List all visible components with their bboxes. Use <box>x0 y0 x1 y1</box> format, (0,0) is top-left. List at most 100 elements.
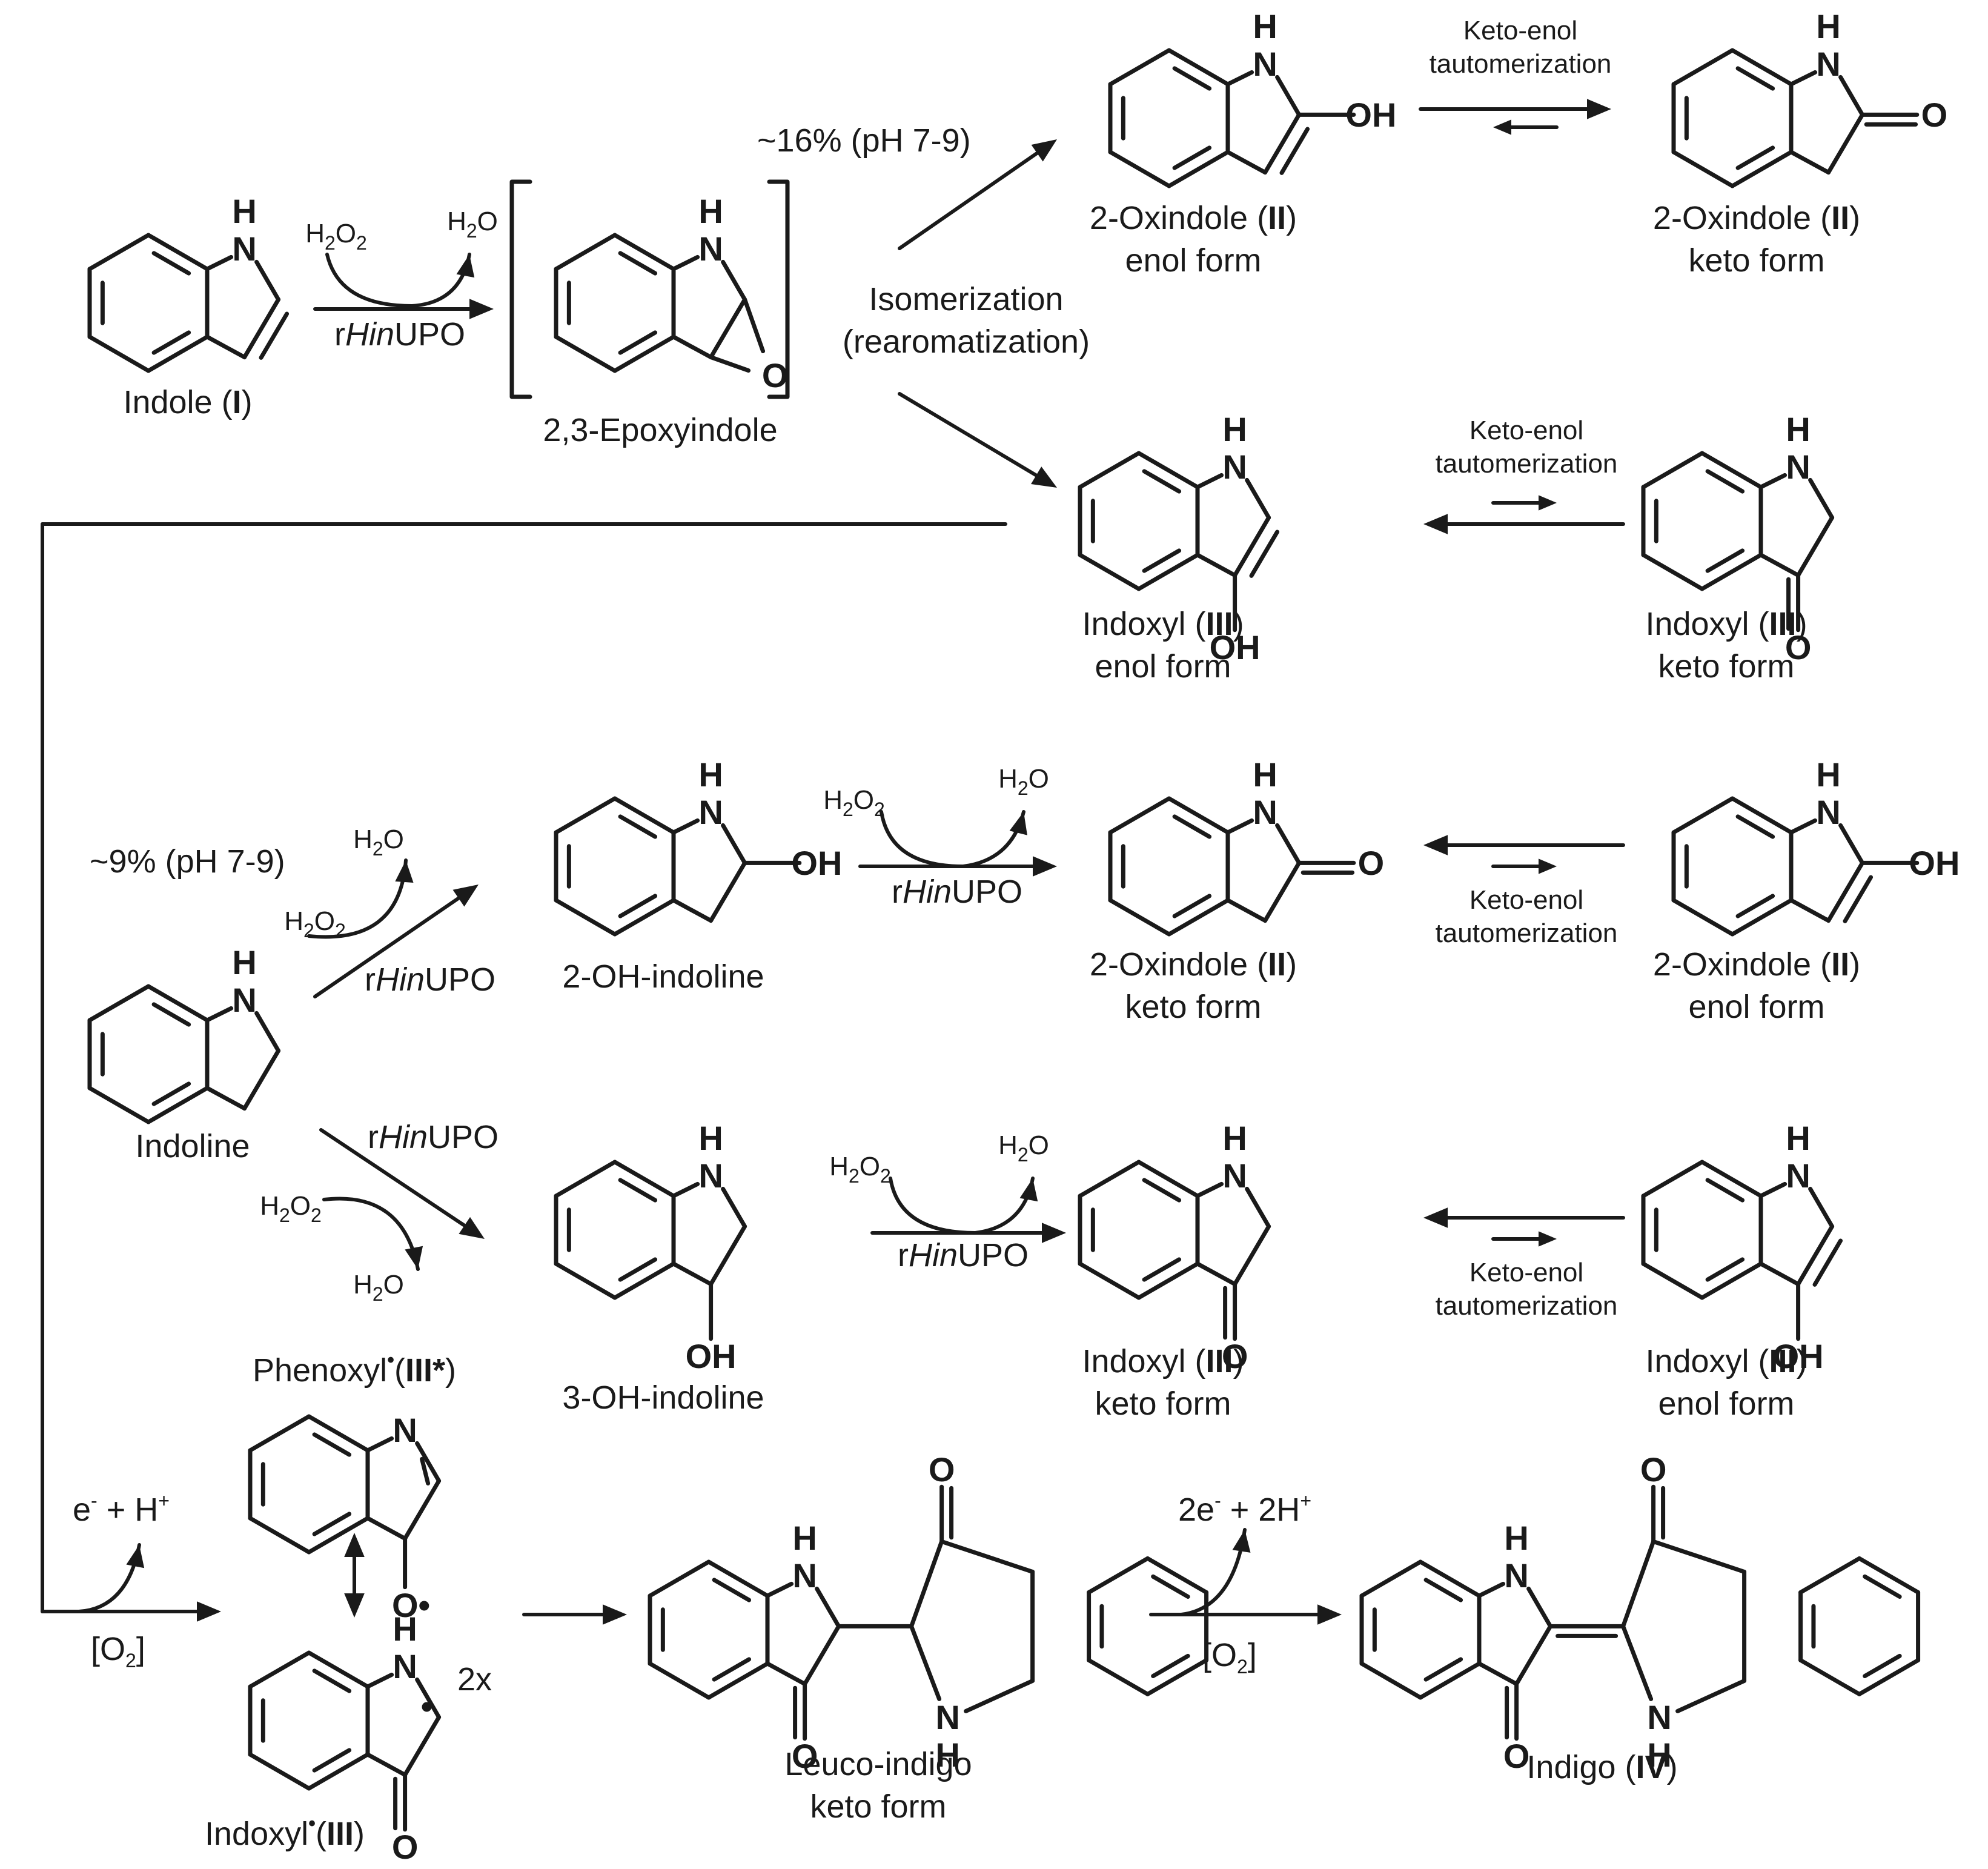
bond <box>721 1186 747 1229</box>
carbonyl-oxygen: O <box>1785 628 1812 666</box>
double-bond <box>618 814 658 839</box>
double-bond <box>1142 548 1182 573</box>
bond <box>1671 150 1735 188</box>
bond <box>815 1586 841 1628</box>
bracket-left <box>509 179 532 399</box>
bond <box>1195 473 1224 490</box>
arrowhead <box>1019 1178 1038 1202</box>
bond <box>612 796 676 835</box>
bond <box>1700 1160 1763 1198</box>
arrowhead <box>1042 1223 1066 1243</box>
bond <box>1526 1586 1553 1628</box>
label-oxindole-keto-mid: 2-Oxindole (II) <box>1090 946 1297 983</box>
enzyme-label: rHinUPO <box>368 1119 499 1155</box>
double-bond <box>1705 1178 1745 1203</box>
arrow-indoline-2-hydroxylation <box>313 892 466 998</box>
label-leuco-indigo: Leuco-indigo <box>784 1746 972 1782</box>
bond <box>1641 1261 1705 1300</box>
nitrogen-atom: N <box>232 230 256 268</box>
bond <box>671 1261 714 1287</box>
nitrogen-atom: N <box>698 1157 723 1195</box>
bond <box>306 1516 370 1555</box>
bond <box>909 1539 944 1628</box>
hydrogen-atom: H <box>1786 410 1810 448</box>
double-bond <box>1863 1574 1902 1599</box>
h2o-release <box>410 253 471 308</box>
bond <box>554 898 617 937</box>
bond <box>765 1661 807 1687</box>
double-bond <box>151 330 191 355</box>
double-bond <box>1151 1653 1190 1679</box>
hydrogen-atom: H <box>698 192 723 230</box>
nitrogen-atom: N <box>1786 1157 1810 1195</box>
label-indoxyl-radical: Indoxyl•(III) <box>205 1812 365 1852</box>
bond <box>706 1661 770 1700</box>
arrow-indoline-3-hydroxylation <box>319 1128 472 1232</box>
h2o-release-2 <box>961 810 1025 868</box>
bond <box>1798 1556 1862 1595</box>
h2o2-consumption-2 <box>880 810 965 868</box>
double-bond <box>1705 548 1745 573</box>
hydrogen-atom: H <box>698 1119 723 1157</box>
tautomerization-label-2-2: tautomerization <box>1436 449 1618 479</box>
bond <box>709 860 747 923</box>
label-indoxyl-enol-mid: Indoxyl (III) <box>1645 1343 1807 1379</box>
double-bond <box>151 1081 191 1106</box>
double-bond <box>618 330 658 355</box>
bond <box>1108 150 1171 188</box>
bond <box>1195 1261 1238 1287</box>
arrowhead <box>1539 858 1557 874</box>
bond <box>1621 1539 1656 1628</box>
double-bond <box>1142 469 1182 494</box>
bond <box>1671 898 1735 937</box>
nitrogen-atom: N <box>1647 1698 1671 1736</box>
double-bond <box>1735 894 1775 918</box>
indoline-structure: NH <box>87 943 281 1124</box>
bond <box>706 1559 770 1598</box>
bond <box>1641 1160 1705 1198</box>
bond <box>1263 112 1302 175</box>
hydroxyl-group: OH <box>1345 96 1396 134</box>
arrowhead <box>1423 835 1448 855</box>
bond <box>1087 1556 1150 1595</box>
bond <box>1758 1261 1801 1287</box>
bond <box>1671 796 1735 835</box>
double-bond <box>1249 529 1280 578</box>
bond <box>1145 1556 1209 1595</box>
bond <box>1145 1658 1209 1696</box>
bond <box>1108 48 1171 87</box>
double-bond <box>1735 66 1775 91</box>
indoxyl-radical-structure: NHO• <box>248 1610 442 1866</box>
h2o-release-indoline-3 <box>322 1197 420 1271</box>
label-indoxyl-enol-top: Indoxyl (III) <box>1082 606 1244 642</box>
label-indigo: Indigo (IV) <box>1526 1749 1677 1785</box>
bond <box>1195 553 1238 578</box>
double-bond <box>1172 814 1212 839</box>
carbonyl-oxygen: O <box>1503 1737 1530 1775</box>
label-indoxyl-keto-top-form: keto form <box>1658 648 1794 685</box>
arrowhead <box>456 254 475 278</box>
double-bond <box>1172 894 1212 918</box>
bond <box>254 1011 281 1053</box>
nitrogen-atom: N <box>393 1647 417 1685</box>
double-bond <box>1142 1257 1182 1282</box>
nitrogen-atom: N <box>232 981 256 1019</box>
enzyme-label: rHinUPO <box>892 874 1022 910</box>
carbonyl-oxygen: O <box>1222 1337 1248 1375</box>
bond <box>1477 1581 1506 1598</box>
arrowhead <box>1031 139 1057 162</box>
enzyme-label: rHinUPO <box>898 1237 1029 1273</box>
h2o-release-3 <box>973 1177 1035 1235</box>
arrowhead <box>1539 495 1557 511</box>
hydroxyl-group: OH <box>791 844 842 882</box>
arrowhead <box>1539 1231 1557 1247</box>
tautomerization-label-2: Keto-enol <box>1469 416 1583 445</box>
bond <box>648 1661 711 1700</box>
yield-indoline: ~9% (pH 7-9) <box>90 843 285 880</box>
bond <box>1621 1624 1654 1701</box>
bond <box>1651 1539 1747 1574</box>
bond <box>1087 1658 1150 1696</box>
hydrogen-atom: H <box>792 1519 817 1557</box>
double-bond <box>1279 127 1310 175</box>
